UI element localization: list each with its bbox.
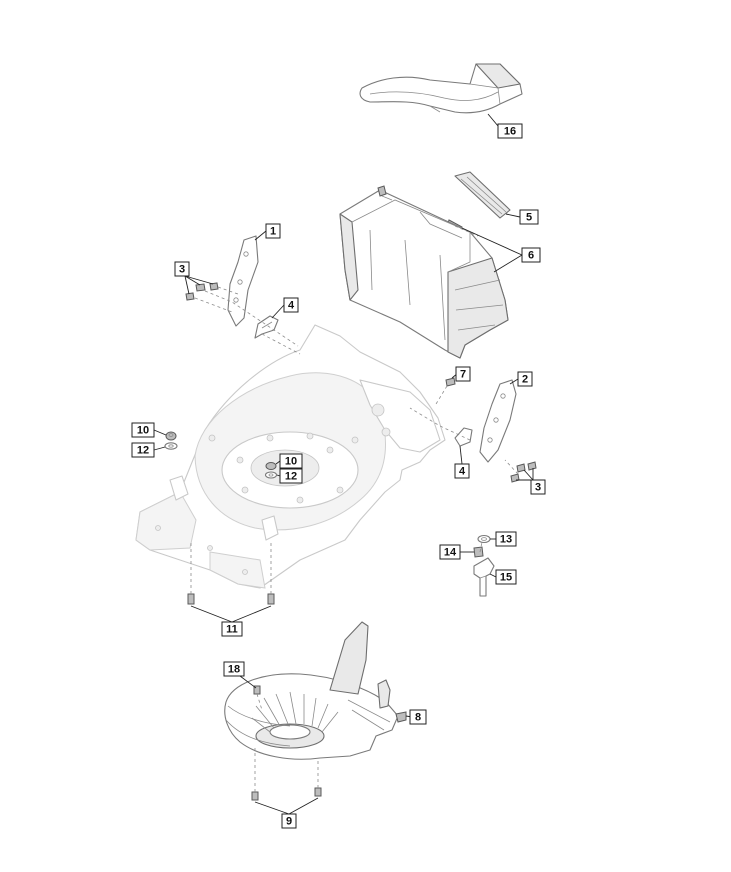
callout-8-label: 8: [415, 712, 421, 724]
callout-10-center-label: 10: [285, 456, 297, 468]
callout-3-right-label: 3: [535, 482, 541, 494]
callout-15: 15: [489, 569, 517, 585]
callout-18-label: 18: [228, 664, 240, 676]
callout-3-left: 3: [174, 261, 214, 295]
callout-16: 16: [487, 113, 523, 139]
callout-12-center-label: 12: [285, 471, 297, 483]
callout-3-right: 3: [516, 468, 546, 495]
callout-1: 1: [254, 223, 281, 241]
callout-8: 8: [405, 709, 427, 725]
callout-7: 7: [451, 366, 471, 382]
callout-10-left-label: 10: [137, 425, 149, 437]
part-9-screws[interactable]: [251, 787, 322, 801]
part-12-washer-center[interactable]: [264, 471, 278, 479]
part-10-nut-left[interactable]: [165, 431, 177, 441]
callout-11: 11: [190, 605, 272, 637]
callout-6: 6: [461, 227, 541, 273]
callout-3-left-label: 3: [179, 264, 185, 276]
part-5-plate[interactable]: [454, 171, 511, 219]
callout-14-label: 14: [444, 547, 457, 559]
callout-6-label: 6: [528, 250, 534, 262]
part-8-mulch-baffle[interactable]: [224, 621, 407, 760]
callout-12-center: 12: [276, 468, 303, 484]
assembly-dash-lines: [190, 225, 519, 792]
part-13-ring[interactable]: [477, 534, 491, 544]
part-3-screws-left[interactable]: [185, 282, 219, 301]
callout-11-label: 11: [226, 624, 238, 636]
part-14-clip[interactable]: [473, 546, 484, 558]
callout-5-label: 5: [526, 212, 532, 224]
callout-7-label: 7: [460, 369, 466, 381]
callout-10-left: 10: [131, 422, 167, 438]
part-11-screws[interactable]: [187, 593, 275, 605]
callout-4-right-label: 4: [459, 466, 466, 478]
part-7-screw[interactable]: [445, 377, 456, 387]
callout-4-left: 4: [271, 297, 299, 319]
callout-1-label: 1: [270, 226, 276, 238]
part-2-right-bracket[interactable]: [479, 379, 517, 463]
callout-9-label: 9: [286, 816, 292, 828]
part-10-washer-center[interactable]: [265, 462, 277, 470]
part-15-axle-spindle[interactable]: [473, 557, 495, 597]
part-12-washer-left[interactable]: [164, 442, 178, 450]
part-6-grass-catcher-frame[interactable]: [339, 185, 509, 359]
callout-4-left-label: 4: [288, 300, 295, 312]
callout-12-left-label: 12: [137, 445, 149, 457]
callout-15-label: 15: [500, 572, 512, 584]
callout-9: 9: [254, 797, 319, 829]
callout-12-left: 12: [131, 442, 166, 458]
callout-13: 13: [490, 531, 517, 547]
callout-18: 18: [223, 661, 257, 689]
callout-5: 5: [505, 209, 539, 225]
callout-4-right: 4: [454, 445, 470, 479]
part-1-left-bracket[interactable]: [227, 235, 259, 327]
callout-14: 14: [439, 544, 474, 560]
callout-2: 2: [509, 371, 533, 387]
callout-10-center: 10: [275, 453, 303, 469]
callout-16-label: 16: [504, 126, 516, 138]
callout-13-label: 13: [500, 534, 512, 546]
part-16-rear-flap[interactable]: [359, 63, 523, 114]
callout-2-label: 2: [522, 374, 528, 386]
